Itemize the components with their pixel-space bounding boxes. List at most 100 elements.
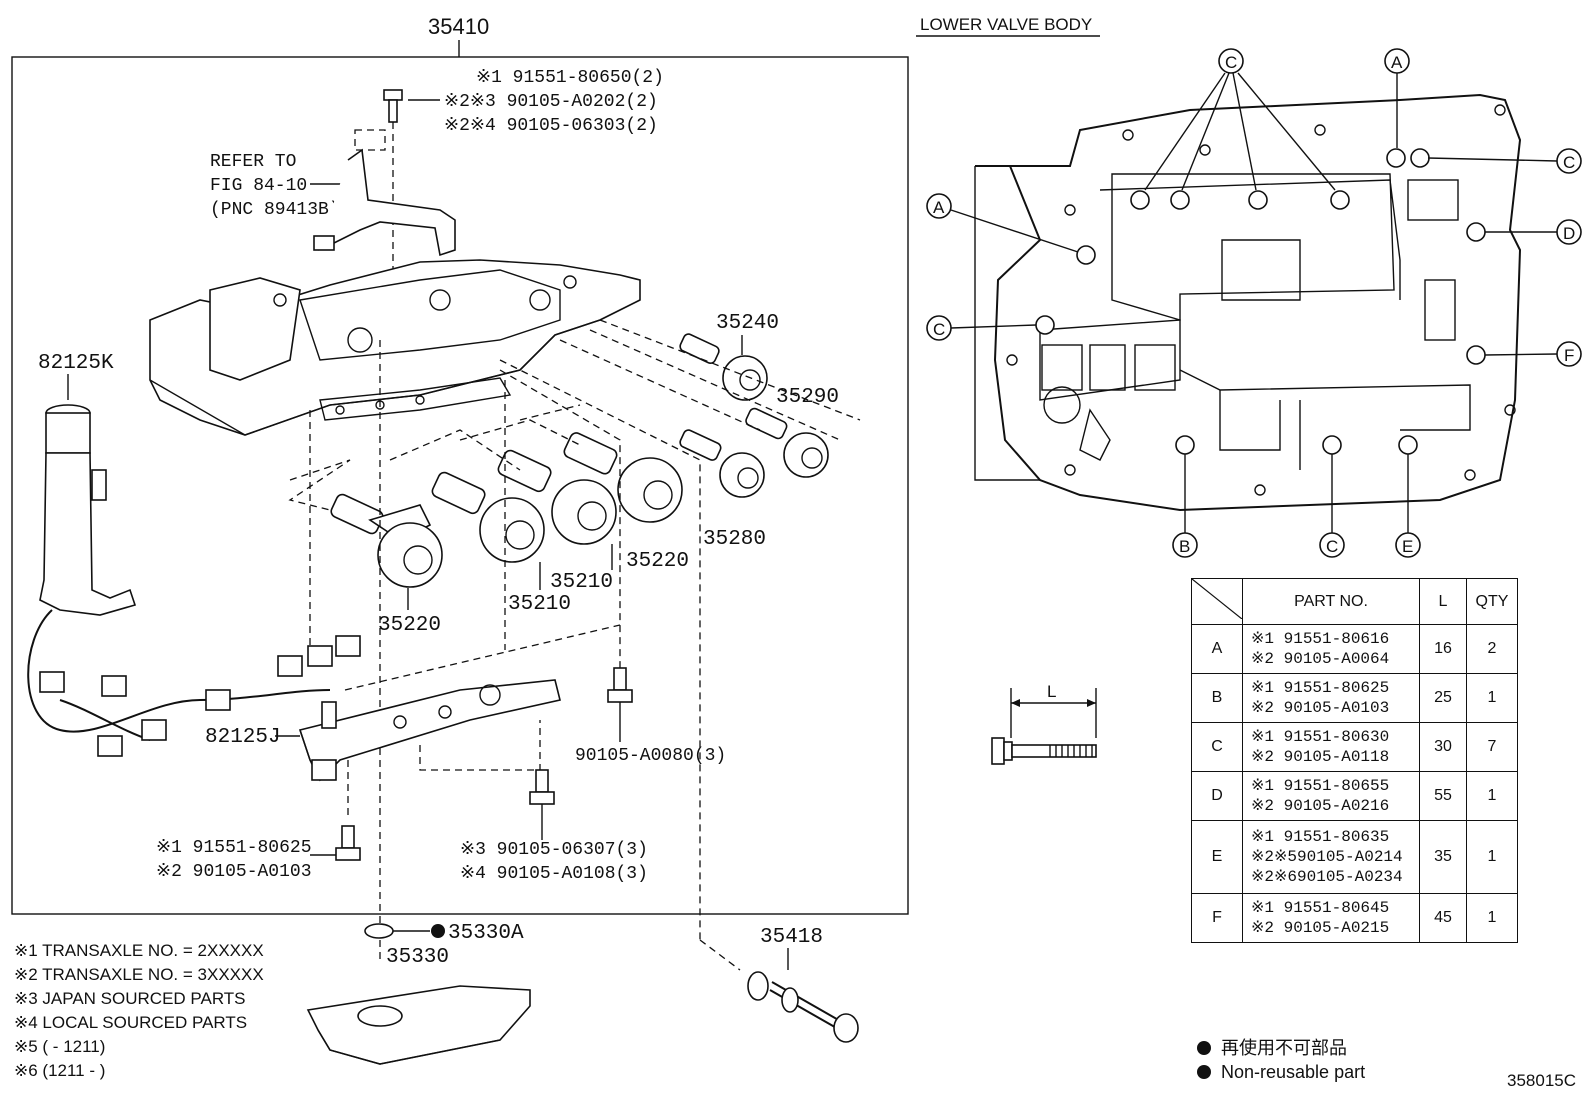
bullet-dot bbox=[1197, 1065, 1211, 1079]
top-bolt bbox=[383, 89, 403, 123]
lower-left-bolt-label-1: ※1 91551-80625 bbox=[156, 838, 312, 858]
lower-left-bolt bbox=[335, 825, 361, 861]
svg-text:C: C bbox=[1326, 537, 1338, 556]
svg-text:C: C bbox=[1225, 53, 1237, 72]
label-35330a: 35330A bbox=[448, 922, 524, 945]
refer-line-3: (PNC 89413B) bbox=[210, 200, 340, 220]
svg-text:D: D bbox=[1563, 224, 1575, 243]
row-key: E bbox=[1191, 820, 1243, 894]
part-number: ※2 90105-A0216 bbox=[1251, 797, 1390, 815]
valve-body bbox=[149, 259, 641, 436]
bolt-length-diagram: L bbox=[991, 682, 1097, 765]
label-35418: 35418 bbox=[760, 926, 823, 949]
mid-bolt-label: 90105-A0080(3) bbox=[575, 746, 726, 766]
table-header-corner bbox=[1191, 578, 1243, 625]
row-part-numbers: ※1 91551-80625※2 90105-A0103 bbox=[1242, 673, 1420, 723]
header-l: L bbox=[1419, 578, 1467, 625]
note-5: ※5 ( - 1211) bbox=[14, 1037, 105, 1056]
marker-a-left: A bbox=[926, 193, 1079, 253]
row-qty: 1 bbox=[1466, 893, 1518, 943]
solenoid-35240 bbox=[679, 333, 768, 401]
row-qty: 7 bbox=[1466, 722, 1518, 772]
strainer-35330 bbox=[306, 985, 531, 1065]
row-qty: 2 bbox=[1466, 624, 1518, 674]
table-row: E※1 91551-80635※2※590105-A0214※2※690105-… bbox=[1191, 820, 1518, 894]
label-35220-right: 35220 bbox=[626, 550, 689, 573]
part-number: ※2 90105-A0215 bbox=[1251, 919, 1390, 937]
dimension-label: L bbox=[1047, 682, 1056, 701]
legend-en: Non-reusable part bbox=[1197, 1062, 1365, 1083]
wiring-harness-82125k bbox=[27, 404, 361, 757]
mid-bolt bbox=[607, 667, 633, 703]
row-length: 35 bbox=[1419, 820, 1467, 894]
row-key: F bbox=[1191, 893, 1243, 943]
solenoid-35210-right bbox=[497, 449, 617, 545]
svg-text:C: C bbox=[1563, 153, 1575, 172]
label-35210-right: 35210 bbox=[550, 571, 613, 594]
row-key: A bbox=[1191, 624, 1243, 674]
legend-jp: 再使用不可部品 bbox=[1197, 1034, 1347, 1060]
row-part-numbers: ※1 91551-80616 ※2 90105-A0064 bbox=[1242, 624, 1420, 674]
non-reusable-dot bbox=[431, 924, 445, 938]
lower-mid-bolt-label-1: ※3 90105-06307(3) bbox=[460, 840, 648, 860]
bolt-table: PART NO. L QTY A ※1 91551-80616 ※2 90105-A… bbox=[1191, 578, 1518, 943]
part-number: ※2※690105-A0234 bbox=[1251, 868, 1403, 886]
label-35280: 35280 bbox=[703, 528, 766, 551]
part-number: ※2 90105-A0103 bbox=[1251, 699, 1390, 717]
svg-text:A: A bbox=[1391, 53, 1403, 72]
part-number: ※1 91551-80616 bbox=[1251, 630, 1390, 648]
marker-c-left: C bbox=[926, 315, 1037, 341]
part-number: ※1 91551-80655 bbox=[1251, 777, 1390, 795]
part-number: ※2 90105-A0064 bbox=[1251, 650, 1390, 668]
row-qty: 1 bbox=[1466, 820, 1518, 894]
o-ring-35330a bbox=[364, 923, 394, 939]
marker-a-top: A bbox=[1384, 48, 1410, 148]
label-35210-left: 35210 bbox=[508, 593, 571, 616]
note-3: ※3 JAPAN SOURCED PARTS bbox=[14, 989, 246, 1008]
note-2: ※2 TRANSAXLE NO. = 3XXXXX bbox=[14, 965, 264, 984]
lower-left-bolt-label-2: ※2 90105-A0103 bbox=[156, 862, 312, 882]
row-key: D bbox=[1191, 771, 1243, 821]
marker-c-bottom: C bbox=[1319, 454, 1345, 558]
marker-d: D bbox=[1485, 219, 1582, 245]
marker-b: B bbox=[1172, 454, 1198, 558]
figure-code: 358015C bbox=[1507, 1071, 1576, 1090]
table-header-row: PART NO. L QTY bbox=[1191, 578, 1518, 625]
header-qty: QTY bbox=[1466, 578, 1518, 625]
part-number: ※1 91551-80645 bbox=[1251, 899, 1390, 917]
part-number: ※2※590105-A0214 bbox=[1251, 848, 1403, 866]
part-35418 bbox=[747, 971, 859, 1043]
assembly-frame bbox=[11, 56, 909, 915]
row-length: 45 bbox=[1419, 893, 1467, 943]
label-35220-left: 35220 bbox=[378, 614, 441, 637]
row-part-numbers: ※1 91551-80630※2 90105-A0118 bbox=[1242, 722, 1420, 772]
label-82125k: 82125K bbox=[38, 352, 114, 375]
svg-text:F: F bbox=[1564, 346, 1574, 365]
svg-text:E: E bbox=[1402, 537, 1413, 556]
row-qty: 1 bbox=[1466, 771, 1518, 821]
lower-valve-body-title: LOWER VALVE BODY bbox=[920, 15, 1092, 34]
top-bolt-label-2: ※2※3 90105-A0202(2) bbox=[444, 92, 658, 112]
legend-jp-text: 再使用不可部品 bbox=[1221, 1038, 1347, 1058]
solenoid-35210-left bbox=[431, 471, 545, 563]
note-1: ※1 TRANSAXLE NO. = 2XXXXX bbox=[14, 941, 264, 960]
corner-diagonal bbox=[1191, 578, 1243, 620]
row-length: 25 bbox=[1419, 673, 1467, 723]
marker-e: E bbox=[1395, 454, 1421, 558]
solenoid-35220-left bbox=[330, 493, 443, 588]
header-part-no: PART NO. bbox=[1242, 578, 1420, 625]
label-82125j: 82125J bbox=[205, 726, 281, 749]
row-part-numbers: ※1 91551-80645 ※2 90105-A0215 bbox=[1242, 893, 1420, 943]
label-35240: 35240 bbox=[716, 312, 779, 335]
svg-text:C: C bbox=[933, 320, 945, 339]
part-number: ※1 91551-80630 bbox=[1251, 728, 1390, 746]
bracket-part bbox=[313, 129, 456, 257]
legend-en-text: Non-reusable part bbox=[1221, 1062, 1366, 1082]
row-length: 30 bbox=[1419, 722, 1467, 772]
label-35330: 35330 bbox=[386, 946, 449, 969]
